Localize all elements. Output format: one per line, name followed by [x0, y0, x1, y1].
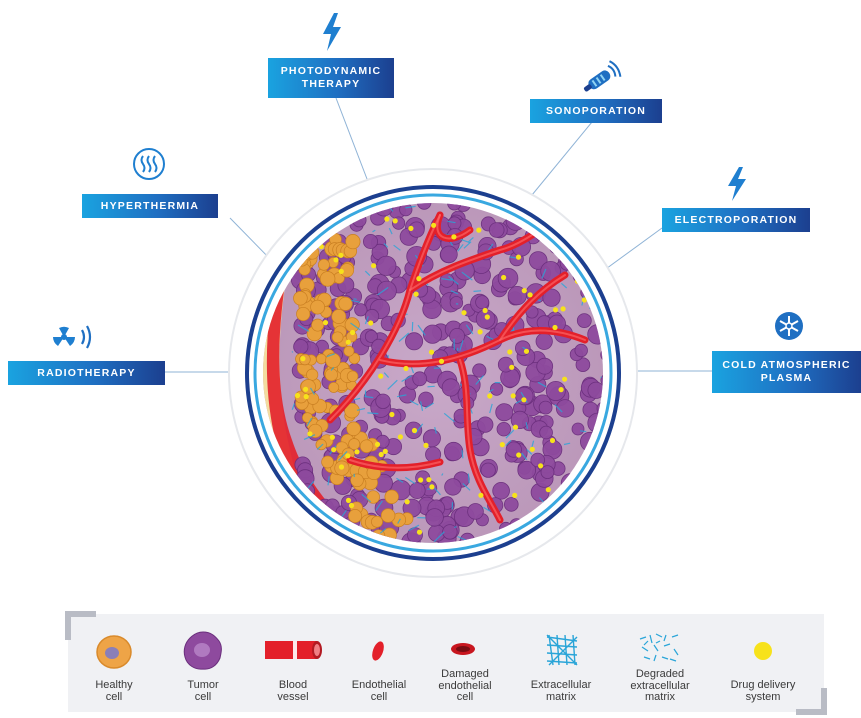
cold-atmospheric-plasma-label: COLD ATMOSPHERIC PLASMA	[712, 351, 861, 393]
lightning-icon	[323, 13, 341, 51]
legend-label-damaged-endothelial-cell: Damaged endothelial cell	[438, 668, 492, 703]
inner-blue-ring	[253, 193, 613, 553]
legend-label-degraded-extracellular-matrix: Degraded extracellular matrix	[630, 668, 690, 703]
legend-label-drug-delivery-system: Drug delivery system	[730, 679, 796, 703]
plasma-icon	[775, 312, 803, 340]
healthy-cell-icon	[96, 635, 132, 669]
degraded-matrix-icon	[639, 633, 679, 662]
ultrasound-probe-icon	[583, 60, 622, 92]
damaged-endothelial-cell-icon	[451, 643, 475, 655]
lightning-icon	[728, 167, 746, 201]
endothelial-cell-icon	[372, 641, 384, 661]
legend-label-tumor-cell: Tumor cell	[187, 679, 219, 703]
hyperthermia-label: HYPERTHERMIA	[82, 194, 218, 218]
tumor-cell-icon	[183, 631, 222, 670]
drug-delivery-icon	[754, 642, 772, 660]
photodynamic-therapy-label: PHOTODYNAMIC THERAPY	[268, 58, 394, 98]
radiation-icon	[53, 325, 92, 349]
outer-blue-ring	[245, 185, 621, 561]
blood-vessel-icon	[265, 641, 322, 659]
sonoporation-label: SONOPORATION	[530, 99, 662, 123]
legend-label-endothelial-cell: Endothelial cell	[351, 679, 407, 703]
radiotherapy-label: RADIOTHERAPY	[8, 361, 165, 385]
legend-label-healthy-cell: Healthy cell	[95, 679, 133, 703]
electroporation-label: ELECTROPORATION	[662, 208, 810, 232]
tissue-section	[263, 203, 603, 543]
legend-label-blood-vessel: Blood vessel	[277, 679, 309, 703]
heat-waves-icon	[133, 148, 165, 180]
extracellular-matrix-icon	[546, 634, 578, 666]
legend-label-extracellular-matrix: Extracellular matrix	[530, 679, 592, 703]
